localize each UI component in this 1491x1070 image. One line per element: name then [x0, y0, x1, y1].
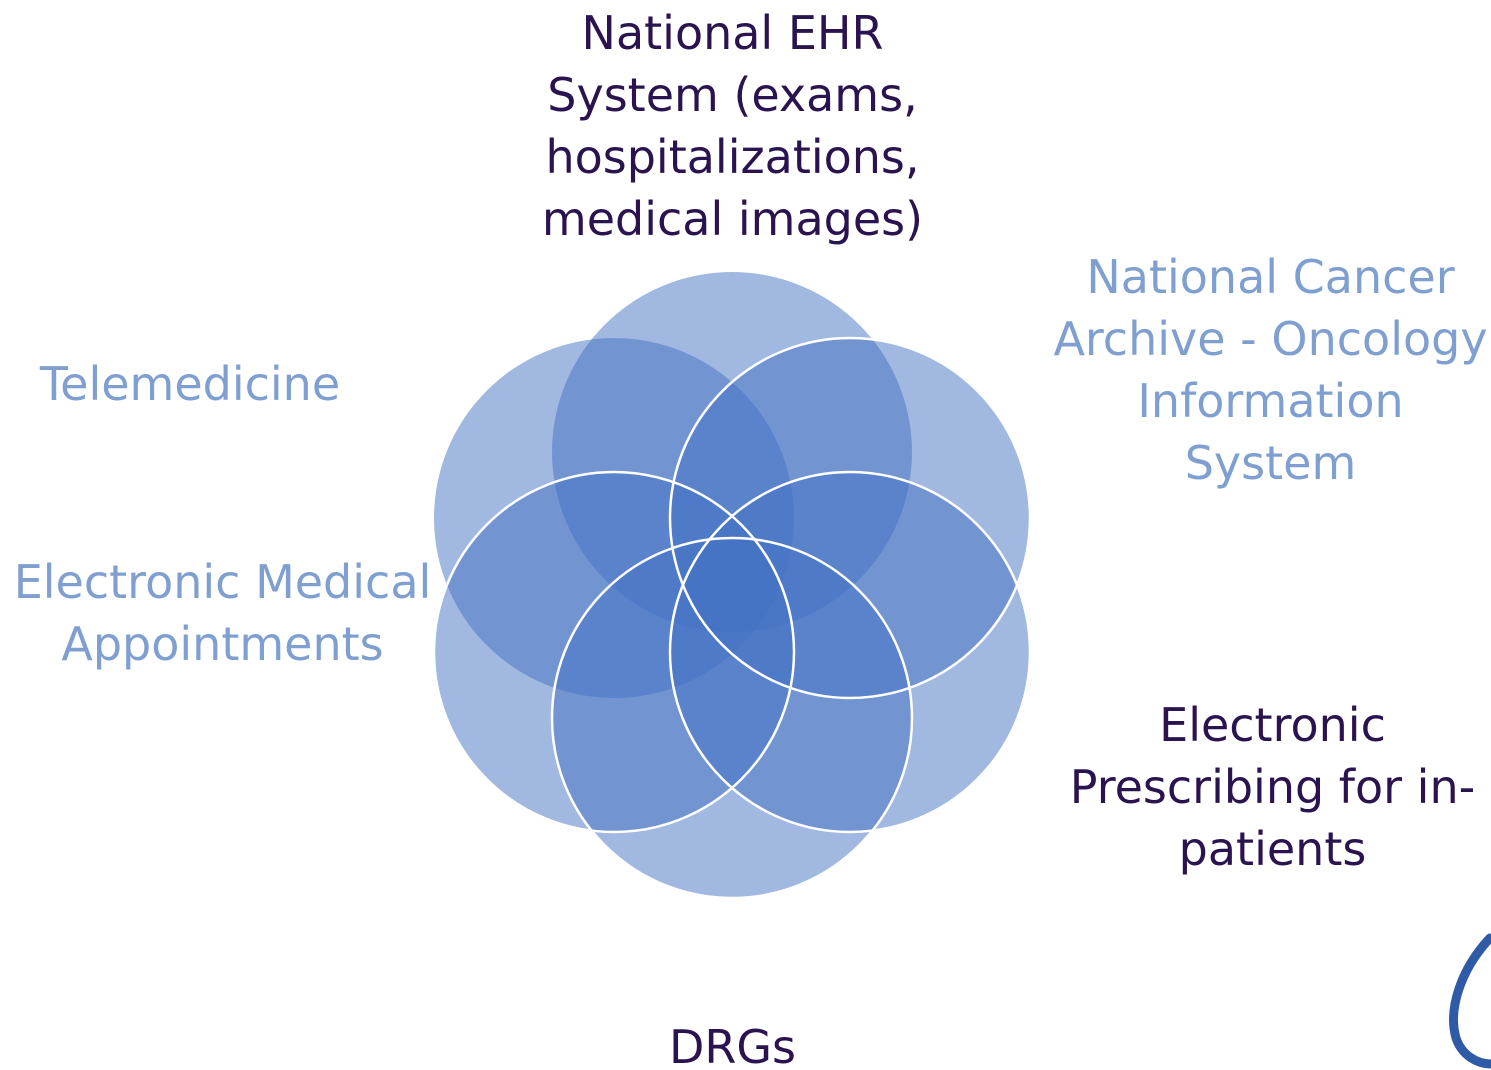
label-electronic-prescribing: Electronic Prescribing for in- patients [1069, 698, 1476, 876]
label-electronic-medical-appointments: Electronic Medical Appointments [13, 555, 432, 671]
venn-circle-outline [550, 536, 914, 900]
label-telemedicine: Telemedicine [39, 357, 341, 411]
label-national-cancer-archive: National Cancer Archive - Oncology Infor… [1053, 250, 1488, 490]
swoosh-logo-icon [1449, 933, 1491, 1069]
venn-circle-top-left [434, 338, 794, 698]
venn-circle-outline [668, 336, 1032, 700]
venn-circles [432, 272, 1032, 900]
label-national-ehr-system: National EHR System (exams, hospitalizat… [541, 6, 924, 246]
venn-circle-outline [668, 470, 1032, 834]
venn-circle-outline [432, 470, 796, 834]
label-drgs: DRGs [669, 1020, 796, 1070]
